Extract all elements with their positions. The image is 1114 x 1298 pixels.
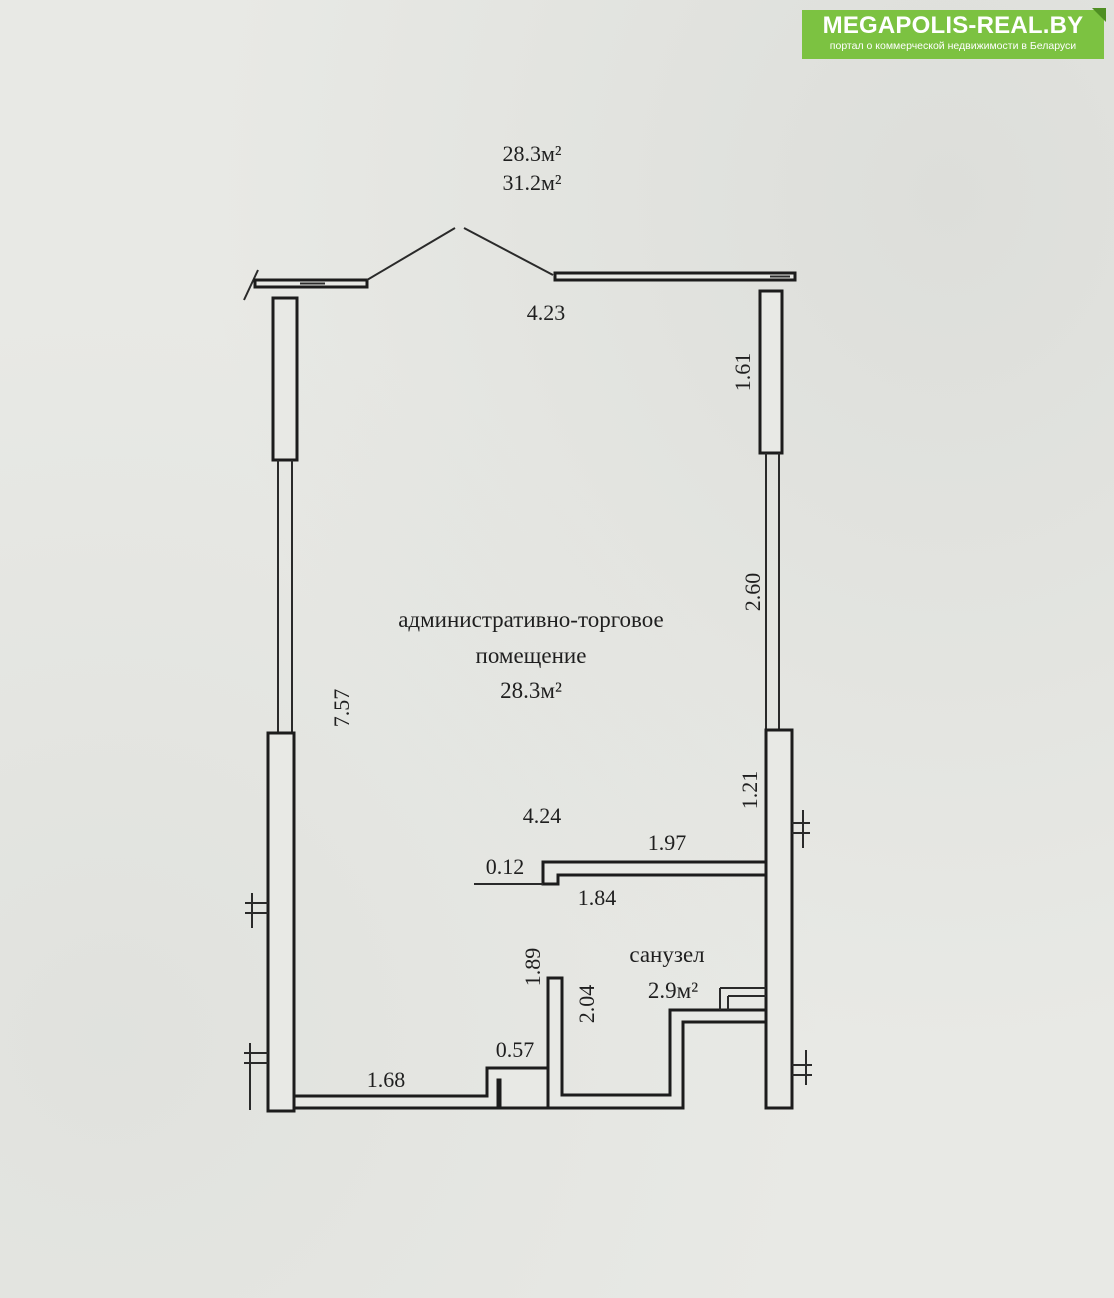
door-leaf-left bbox=[366, 227, 456, 281]
dim-right-lower: 1.21 bbox=[737, 771, 762, 810]
top-wall bbox=[243, 269, 797, 301]
wc-wall-outline bbox=[546, 976, 768, 1110]
top-wall-right-segment bbox=[553, 271, 797, 282]
dim-wc-depth: 2.04 bbox=[574, 985, 599, 1024]
dim-inner-width: 4.24 bbox=[523, 803, 562, 828]
area-total: 31.2м² bbox=[502, 170, 561, 195]
dim-partition-thickness: 0.12 bbox=[486, 854, 525, 879]
bottom-wall-left bbox=[292, 1066, 550, 1110]
dim-bottom-left: 1.68 bbox=[367, 1067, 406, 1092]
door-leaf-right bbox=[463, 227, 554, 276]
dim-right-middle: 2.60 bbox=[740, 573, 765, 612]
right-wall-lower-pier bbox=[764, 728, 794, 1110]
right-wall bbox=[758, 289, 812, 1110]
room-wc-name: санузел bbox=[629, 942, 704, 967]
room-main-name-line2: помещение bbox=[476, 643, 587, 668]
site-logo[interactable]: MEGAPOLIS-REAL.BY портал о коммерческой … bbox=[802, 8, 1106, 59]
left-wall-lower-pier bbox=[266, 731, 296, 1113]
area-heading: 28.3м² bbox=[502, 141, 561, 166]
dim-partition-bottom: 1.84 bbox=[578, 885, 617, 910]
entrance-door bbox=[366, 227, 554, 281]
right-wall-upper-pier bbox=[758, 289, 784, 455]
left-wall bbox=[244, 296, 299, 1113]
room-wc-area: 2.9м² bbox=[648, 978, 698, 1003]
partition-wall bbox=[474, 860, 768, 886]
room-main-area: 28.3м² bbox=[500, 678, 562, 703]
dim-right-upper: 1.61 bbox=[730, 353, 755, 392]
bottom-wall bbox=[292, 976, 768, 1110]
dim-top-width: 4.23 bbox=[527, 300, 566, 325]
left-wall-upper-pier bbox=[271, 296, 299, 462]
logo-subtitle: портал о коммерческой недвижимости в Бел… bbox=[829, 40, 1077, 52]
dim-left-height: 7.57 bbox=[329, 689, 354, 728]
wc-fixture bbox=[719, 987, 766, 1010]
room-main-name-line1: административно-торговое bbox=[398, 607, 664, 632]
dim-partition-top: 1.97 bbox=[648, 830, 687, 855]
dim-bottom-step: 0.57 bbox=[496, 1037, 535, 1062]
dim-wc-wall-height: 1.89 bbox=[520, 948, 545, 987]
logo-flag-icon bbox=[1092, 8, 1106, 22]
partition-body bbox=[541, 860, 768, 886]
logo-title: MEGAPOLIS-REAL.BY bbox=[822, 12, 1084, 39]
